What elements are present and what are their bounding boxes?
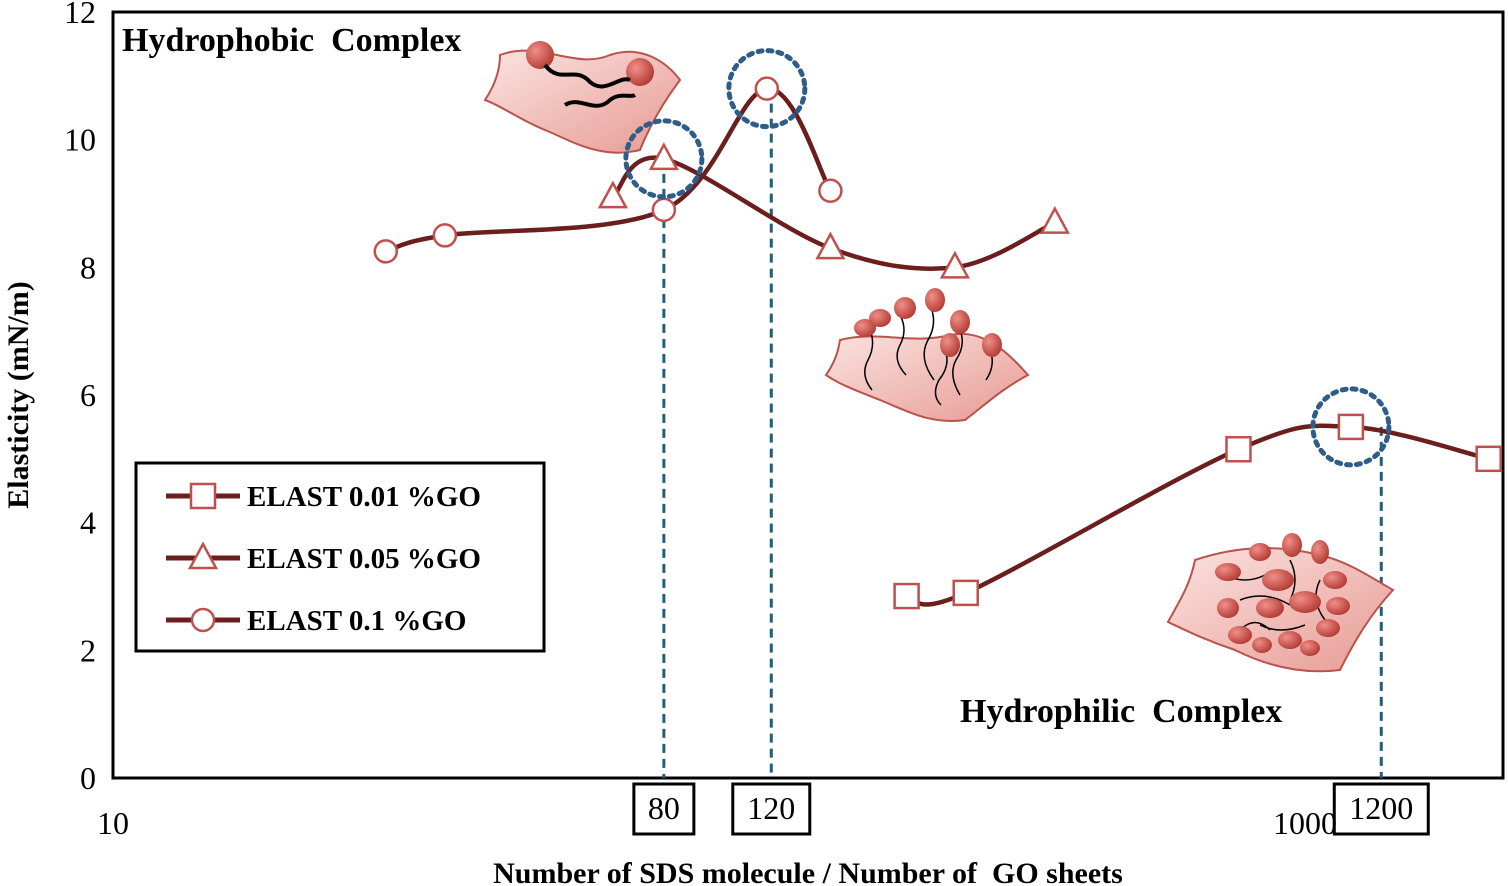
hydrophilic-sheet-illustration xyxy=(1166,533,1395,673)
data-point-s2-2 xyxy=(651,197,677,223)
y-tick-label-4: 4 xyxy=(80,505,96,541)
legend-marker-0 xyxy=(189,482,217,510)
y-tick-label-2: 2 xyxy=(80,632,96,668)
data-point-s0-1 xyxy=(952,579,979,607)
middle-sheet-illustration xyxy=(824,288,1030,422)
y-tick-label-12: 12 xyxy=(64,0,96,30)
legend-label-0: ELAST 0.01 %GO xyxy=(247,481,481,513)
highlight-x-label-120: 120 xyxy=(747,790,795,826)
data-point-s1-0 xyxy=(597,180,629,209)
highlight-circle-0 xyxy=(623,118,705,200)
legend-label-2: ELAST 0.1 %GO xyxy=(247,605,466,637)
legend-marker-1 xyxy=(187,541,219,570)
data-point-s1-3 xyxy=(939,250,971,279)
y-tick-label-0: 0 xyxy=(80,760,96,796)
y-axis-title: Elasticity (mN/m) xyxy=(2,281,35,508)
hydrophobic-complex-label: Hydrophobic Complex xyxy=(122,22,461,59)
data-point-s2-3 xyxy=(754,76,780,101)
data-point-s1-1 xyxy=(648,142,679,171)
highlight-x-box-120 xyxy=(731,782,812,836)
x-axis-title: Number of SDS molecule / Number of GO sh… xyxy=(493,857,1123,886)
y-tick-label-8: 8 xyxy=(80,249,96,285)
legend-label-1: ELAST 0.05 %GO xyxy=(247,543,481,575)
highlight-circle-1 xyxy=(726,48,808,130)
data-point-s0-0 xyxy=(893,582,920,610)
plot-area xyxy=(111,10,1505,780)
data-point-s1-2 xyxy=(815,231,846,260)
data-point-s2-4 xyxy=(818,178,843,203)
data-point-s0-3 xyxy=(1337,413,1365,441)
x-tick-label-10: 10 xyxy=(97,805,129,841)
highlight-x-label-1200: 1200 xyxy=(1349,790,1413,826)
highlight-circle-2 xyxy=(1310,386,1392,468)
hydrophilic-complex-label: Hydrophilic Complex xyxy=(960,693,1282,730)
legend-marker-2 xyxy=(190,607,216,633)
data-point-s0-4 xyxy=(1475,445,1502,473)
legend: ELAST 0.01 %GO ELAST 0.05 %GO ELAST 0.1 %G… xyxy=(134,461,546,653)
y-tick-label-6: 6 xyxy=(80,377,96,413)
highlight-x-box-1200 xyxy=(1332,782,1430,836)
data-point-s0-2 xyxy=(1225,436,1252,463)
hydrophobic-sheet-illustration xyxy=(483,41,682,154)
x-tick-label-1000: 1000 xyxy=(1273,805,1337,841)
data-point-s2-0 xyxy=(373,239,399,264)
highlight-x-label-80: 80 xyxy=(648,790,680,826)
data-point-s1-4 xyxy=(1039,206,1070,234)
y-tick-label-10: 10 xyxy=(64,122,96,158)
highlight-x-box-80 xyxy=(632,782,696,836)
data-point-s2-1 xyxy=(432,223,458,248)
